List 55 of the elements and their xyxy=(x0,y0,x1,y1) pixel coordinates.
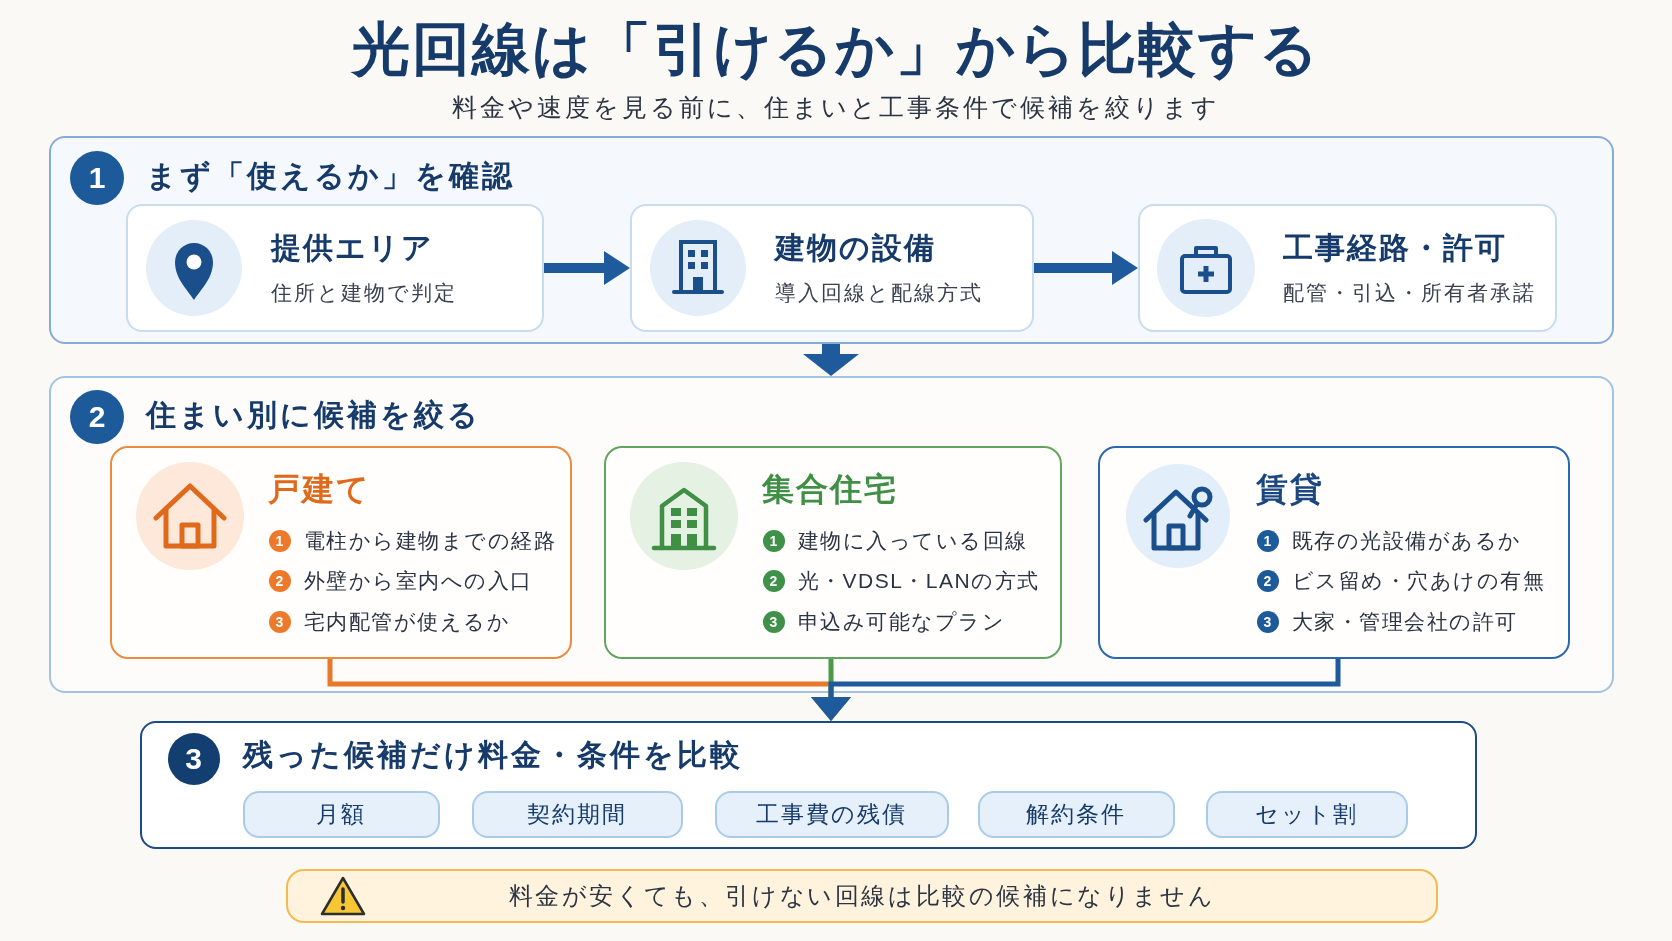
number-bullet: 2 xyxy=(762,569,785,592)
warning-banner xyxy=(286,869,1438,923)
card-title: 工事経路・許可 xyxy=(1283,230,1507,266)
section-heading: 住まい別に候補を絞る xyxy=(146,397,481,433)
criteria-pill: 工事費の残債 xyxy=(714,790,949,838)
number-bullet: 3 xyxy=(762,610,785,633)
step-card xyxy=(630,204,1034,332)
card-subtitle: 配管・引込・所有者承諾 xyxy=(1283,279,1536,306)
number-badge: 2 xyxy=(70,390,124,444)
card-title: 提供エリア xyxy=(271,230,434,266)
list-item: 建物に入っている回線 xyxy=(797,528,1028,554)
number-badge: 1 xyxy=(70,151,124,205)
step-card xyxy=(1138,204,1557,332)
section-panel xyxy=(49,376,1614,693)
title: 光回線は「引けるか」から比較する xyxy=(352,14,1320,83)
warning-text: 料金が安くても、引けない回線は比較の候補になりません xyxy=(508,881,1216,911)
number-bullet: 1 xyxy=(1256,529,1279,552)
list-item: 申込み可能なプラン xyxy=(797,609,1005,635)
number-bullet: 2 xyxy=(1256,569,1279,592)
number-bullet: 1 xyxy=(268,529,291,552)
card-title: 建物の設備 xyxy=(775,230,936,266)
criteria-pill: セット割 xyxy=(1205,790,1408,838)
arrow xyxy=(803,344,859,376)
subtitle: 料金や速度を見る前に、住まいと工事条件で候補を絞ります xyxy=(452,91,1220,123)
arrow xyxy=(544,251,630,285)
arrow xyxy=(1034,251,1138,285)
arrow xyxy=(811,659,1341,721)
section-panel xyxy=(49,136,1614,344)
number-bullet: 1 xyxy=(762,529,785,552)
list-item: 既存の光設備があるか xyxy=(1291,528,1522,554)
category-title: 賃貸 xyxy=(1255,470,1324,509)
list-item: ビス留め・穴あけの有無 xyxy=(1291,568,1545,594)
number-bullet: 2 xyxy=(268,569,291,592)
criteria-pill: 月額 xyxy=(242,790,440,838)
section-panel xyxy=(140,721,1477,849)
number-badge: 3 xyxy=(167,732,220,785)
card-subtitle: 導入回線と配線方式 xyxy=(775,279,983,306)
number-bullet: 3 xyxy=(268,610,291,633)
step-card xyxy=(126,204,544,332)
category-card xyxy=(1098,446,1570,659)
section-heading: まず「使えるか」を確認 xyxy=(146,158,515,195)
category-card xyxy=(604,446,1062,659)
list-item: 外壁から室内への入口 xyxy=(303,568,533,594)
list-item: 大家・管理会社の許可 xyxy=(1291,609,1518,635)
list-item: 電柱から建物までの経路 xyxy=(303,528,556,554)
category-card xyxy=(110,446,572,659)
list-item: 宅内配管が使えるか xyxy=(303,609,510,635)
category-title: 集合住宅 xyxy=(761,470,898,509)
criteria-pill: 契約期間 xyxy=(471,790,683,838)
section-heading: 残った候補だけ料金・条件を比較 xyxy=(242,736,743,773)
number-bullet: 3 xyxy=(1256,610,1279,633)
criteria-pill: 解約条件 xyxy=(977,790,1175,838)
category-title: 戸建て xyxy=(267,470,371,509)
list-item: 光・VDSL・LANの方式 xyxy=(797,568,1040,594)
card-subtitle: 住所と建物で判定 xyxy=(271,279,457,306)
